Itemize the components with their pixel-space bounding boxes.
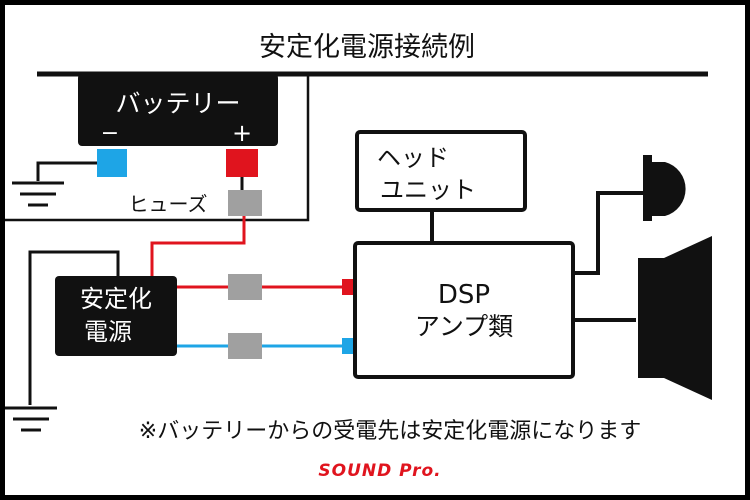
head-unit-box [355, 130, 527, 212]
battery-ground-wire [36, 161, 97, 181]
battery-enclosure-line [5, 74, 310, 222]
footnote: ※バッテリーからの受電先は安定化電源になります [139, 419, 641, 444]
regulator-label-line2: 電源 [84, 318, 132, 346]
tweeter-icon [643, 155, 686, 221]
woofer-speaker-icon [638, 236, 712, 400]
battery-label: バッテリー [115, 89, 240, 118]
dsp-label-line1: DSP [438, 280, 490, 310]
battery-minus-symbol: − [101, 121, 119, 146]
brand-logo: SOUND Pro. [318, 461, 441, 481]
dsp-minus-terminal [342, 338, 354, 354]
regulator-box [55, 276, 177, 356]
diagram-title: 安定化電源接続例 [259, 32, 475, 63]
head-unit-label-line2: ユニット [380, 176, 476, 204]
fuse-label: ヒューズ [129, 192, 208, 216]
fuse-minus-line [228, 333, 262, 359]
plus-terminal [226, 149, 258, 177]
regulator-ground-wire [28, 250, 120, 405]
minus-terminal [97, 149, 127, 177]
head-unit-label-line1: ヘッド [377, 144, 449, 172]
fuse-battery [228, 190, 262, 216]
dsp-amp-box [353, 241, 575, 379]
tweeter-wire [573, 191, 643, 275]
battery-plus-symbol: + [232, 119, 252, 147]
dsp-label-line2: アンプ類 [415, 312, 513, 341]
ground-symbol-bottom [5, 406, 57, 432]
ground-symbol-top [12, 181, 64, 207]
regulator-label-line1: 安定化 [80, 285, 152, 313]
fuse-plus-line [228, 274, 262, 300]
dsp-plus-terminal [342, 279, 354, 295]
battery-box [78, 74, 278, 146]
battery-to-regulator-wire [150, 216, 246, 278]
